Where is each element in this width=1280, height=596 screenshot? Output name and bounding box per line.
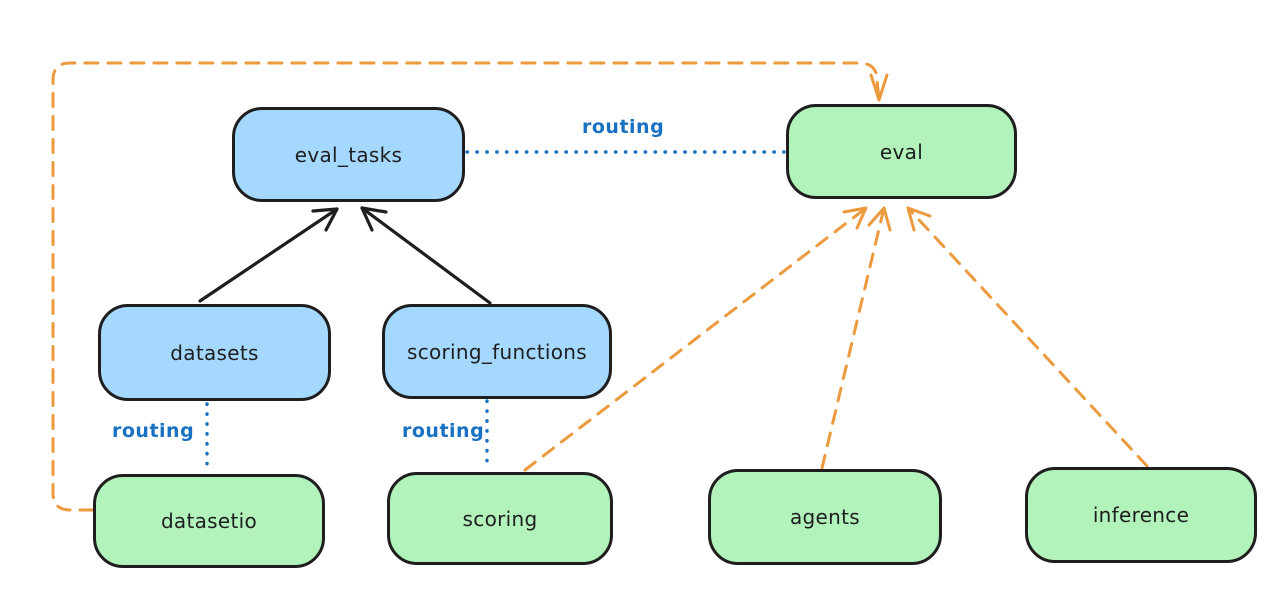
node-eval-tasks-label: eval_tasks [294, 142, 403, 167]
node-inference: inference [1025, 467, 1257, 563]
edge-label-routing-top: routing [582, 116, 665, 138]
node-agents-label: agents [790, 505, 860, 529]
node-scoring: scoring [387, 472, 613, 565]
node-eval-tasks: eval_tasks [232, 107, 465, 202]
edge-label-routing-scoring: routing [402, 420, 485, 442]
edge-label-routing-datasetio: routing [112, 420, 195, 442]
node-eval: eval [786, 104, 1017, 199]
node-scoring-functions-label: scoring_functions [406, 339, 588, 364]
node-datasets-label: datasets [170, 340, 259, 365]
node-datasetio-label: datasetio [160, 509, 258, 533]
node-agents: agents [708, 469, 942, 565]
node-inference-label: inference [1092, 503, 1190, 527]
edge-agents-to-eval [820, 206, 892, 470]
node-eval-label: eval [879, 139, 924, 164]
edge-inference-to-eval [906, 206, 1149, 468]
node-datasetio: datasetio [93, 474, 325, 568]
edge-datasetio-to-eval-loop [51, 61, 889, 512]
node-datasets: datasets [98, 304, 331, 401]
edge-scoring-to-eval [523, 206, 868, 472]
node-scoring-functions: scoring_functions [382, 304, 612, 399]
edge-scoring-functions-to-eval-tasks [360, 206, 492, 305]
edge-datasets-to-eval-tasks [198, 207, 339, 303]
node-scoring-label: scoring [462, 506, 538, 531]
